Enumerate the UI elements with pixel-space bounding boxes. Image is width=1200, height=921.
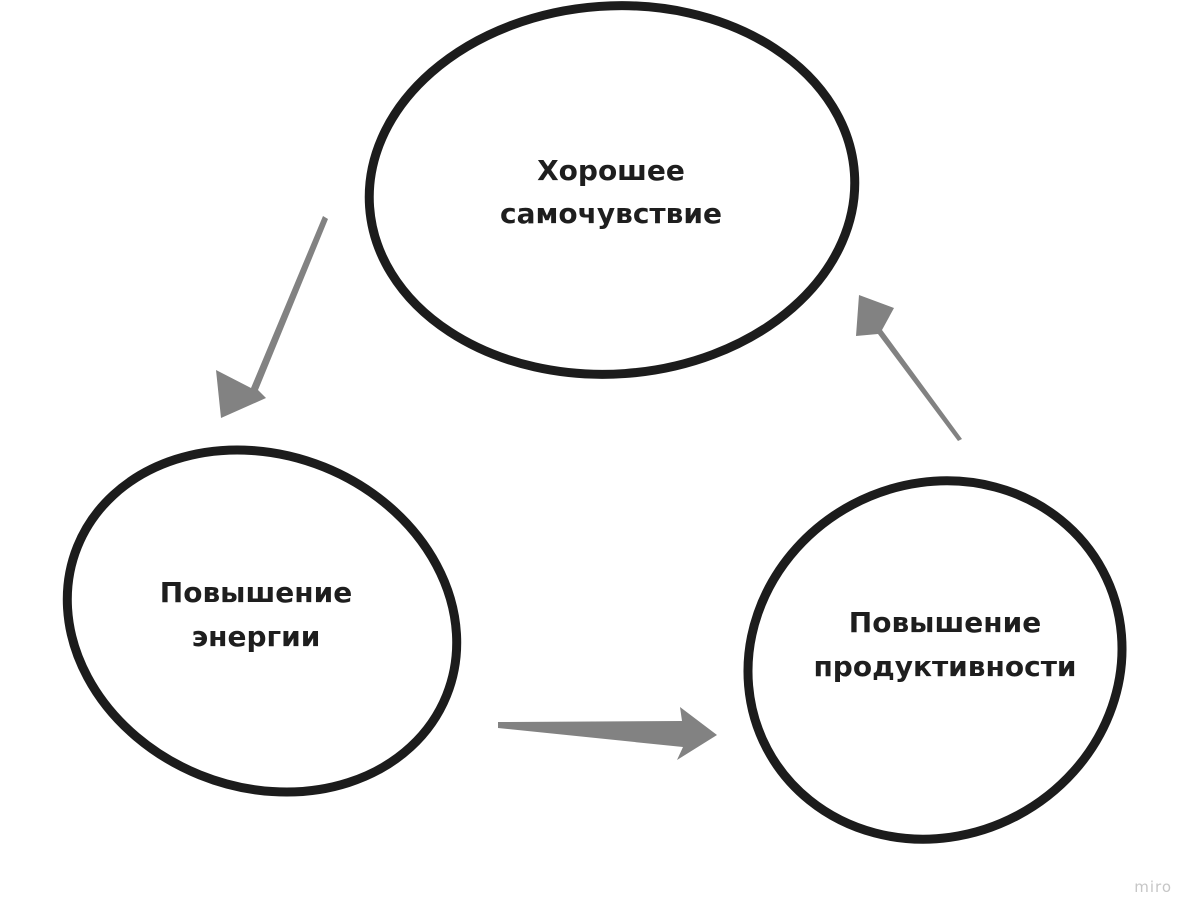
node-productivity-label-line1: Повышение [849,606,1041,639]
node-wellbeing-label-line2: самочувствие [500,197,722,230]
miro-watermark: miro [1134,878,1172,896]
node-wellbeing: Хорошее самочувствие [364,1,860,379]
node-energy-label-line1: Повышение [160,576,352,609]
node-energy-label-line2: энергии [192,620,321,653]
node-energy-ellipse [62,445,462,797]
arrow-energy-to-productivity [498,707,717,760]
node-productivity: Повышение продуктивности [743,476,1127,844]
node-wellbeing-label-line1: Хорошее [537,154,685,187]
arrow-productivity-to-wellbeing [856,295,962,441]
node-productivity-ellipse [743,476,1127,844]
node-energy: Повышение энергии [62,445,462,797]
node-wellbeing-ellipse [364,1,860,379]
node-productivity-label-line2: продуктивности [813,650,1076,683]
arrow-wellbeing-to-energy [216,216,328,418]
